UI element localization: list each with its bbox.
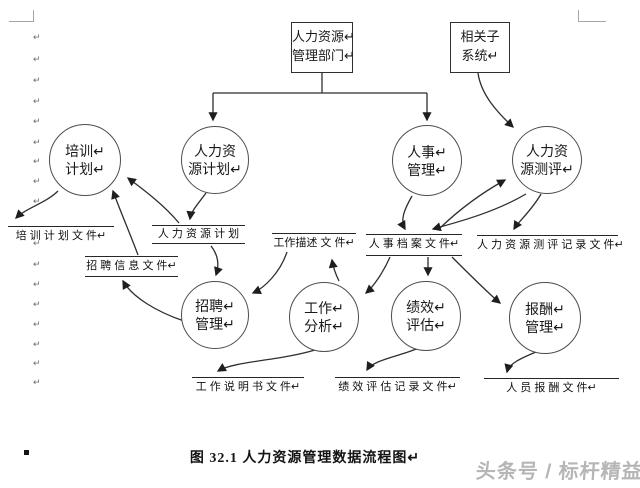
paragraph-mark-icon: ↵ <box>33 75 41 85</box>
process-training-plan: 培训↵ 计划↵ <box>49 124 121 196</box>
entity-related-subsystem: 相关子 系统↵ <box>450 22 510 73</box>
flow-personnelfile-to-jobanalysis <box>364 256 391 294</box>
paragraph-mark-icon: ↵ <box>33 116 41 126</box>
page-corner-mark <box>33 10 34 22</box>
process-label-line: 源计划↵ <box>188 161 242 177</box>
process-label-line: 绩效↵ <box>406 299 446 315</box>
paragraph-mark-icon: ↵ <box>33 238 41 248</box>
entity-hr-department: 人力资源↵ 管理部门↵ <box>291 22 355 73</box>
store-job-specification-file: 工 作 说 明 书 文 件↵ <box>192 377 304 395</box>
flow-hrplanfile-to-trainingplan <box>126 177 180 224</box>
watermark: 头条号 / 标杆精益 <box>475 461 640 483</box>
flow-jobanalysis-to-jobdescfile <box>328 258 340 282</box>
store-performance-records-file: 绩 效 评 估 记 录 文 件↵ <box>335 377 460 395</box>
paragraph-mark-icon: ↵ <box>33 279 41 289</box>
paragraph-mark-icon: ↵ <box>33 156 41 166</box>
process-label-line: 人力资 <box>526 143 568 159</box>
paragraph-mark-icon: ↵ <box>33 339 41 349</box>
paragraph-mark-icon: ↵ <box>33 32 41 42</box>
store-assessment-records-file: 人 力 资 源 测 评 记 录 文 件↵ <box>477 235 624 253</box>
flow-jobanalysis-to-jobspecfile <box>216 349 316 372</box>
entity-label-line: 人力资源↵ <box>292 29 355 44</box>
process-hr-assessment: 人力资 源测评↵ <box>512 126 582 194</box>
paragraph-mark-icon: ↵ <box>33 137 41 147</box>
flow-assessment-to-personnelfile <box>431 193 527 232</box>
paragraph-mark-icon: ↵ <box>33 96 41 106</box>
flow-assessment-to-recordfile <box>513 193 542 231</box>
flow-recruitinfofile-to-trainingplan <box>111 189 139 256</box>
store-training-plan-file: 培 训 计 划 文 件↵ <box>8 226 114 244</box>
process-label-line: 工作↵ <box>304 300 344 316</box>
process-label-line: 分析↵ <box>304 318 344 334</box>
process-label-line: 计划↵ <box>65 161 105 177</box>
flow-jobdescfile-to-recruitment <box>251 251 288 294</box>
entity-label-line: 系统↵ <box>461 48 499 63</box>
paragraph-mark-icon: ↵ <box>33 176 41 186</box>
store-recruitment-info-file: 招 聘 信 息 文 件↵ <box>85 256 178 277</box>
process-job-analysis: 工作↵ 分析↵ <box>289 282 359 352</box>
process-label-line: 管理↵ <box>195 316 235 332</box>
process-label-line: 管理↵ <box>525 319 565 335</box>
flow-compensation-to-payrollfile <box>504 351 537 374</box>
process-label-line: 人力资 <box>194 143 236 159</box>
store-job-description-file: 工作描述 文 件↵ <box>272 233 356 251</box>
process-label-line: 管理↵ <box>407 161 447 178</box>
paragraph-mark-icon: ↵ <box>33 54 41 64</box>
paragraph-mark-icon: ↵ <box>33 259 41 269</box>
process-personnel-mgmt: 人事↵ 管理↵ <box>392 125 462 196</box>
paragraph-mark-icon: ↵ <box>33 358 41 368</box>
process-label-line: 培训↵ <box>65 143 105 159</box>
bullet-marker <box>24 450 29 455</box>
process-label-line: 评估↵ <box>406 317 446 333</box>
flow-personnelmgmt-to-personnelfile <box>397 195 413 231</box>
paragraph-mark-icon: ↵ <box>33 196 41 206</box>
paragraph-mark-icon: ↵ <box>33 377 41 387</box>
figure-caption: 图 32.1 人力资源管理数据流程图↵ <box>189 451 421 466</box>
store-personnel-records-file: 人 事 档 案 文 件↵ <box>366 234 462 256</box>
process-compensation-mgmt: 报酬↵ 管理↵ <box>509 282 581 354</box>
process-recruitment-mgmt: 招聘↵ 管理↵ <box>181 281 249 349</box>
flow-hrplan-to-hrplanfile <box>186 192 207 221</box>
page-corner-mark <box>9 21 33 22</box>
flow-performance-to-perfrecordfile <box>366 347 420 372</box>
process-label-line: 人事↵ <box>407 143 447 160</box>
page-corner-mark <box>578 10 579 22</box>
flow-hrplanfile-to-recruitment <box>210 245 223 277</box>
paragraph-mark-icon: ↵ <box>33 319 41 329</box>
paragraph-mark-icon: ↵ <box>33 299 41 309</box>
flow-recruitment-to-recruitinfofile <box>122 279 185 322</box>
store-hr-plan-file: 人 力 资 源 计 划 <box>152 225 245 244</box>
flow-personnelfile-to-compensation <box>451 256 502 304</box>
flow-hrdept-branch <box>213 73 427 94</box>
process-label-line: 源测评↵ <box>520 161 574 177</box>
process-hr-plan: 人力资 源计划↵ <box>181 126 249 194</box>
process-performance-eval: 绩效↵ 评估↵ <box>391 281 461 351</box>
entity-label-line: 管理部门↵ <box>292 48 355 63</box>
entity-label-line: 相关子 <box>460 29 500 44</box>
process-label-line: 招聘↵ <box>195 298 235 314</box>
store-payroll-file: 人 员 报 酬 文 件↵ <box>484 378 619 396</box>
page-corner-mark <box>578 21 606 22</box>
process-label-line: 报酬↵ <box>525 301 565 317</box>
flow-subsystem-to-assessment <box>477 72 514 128</box>
